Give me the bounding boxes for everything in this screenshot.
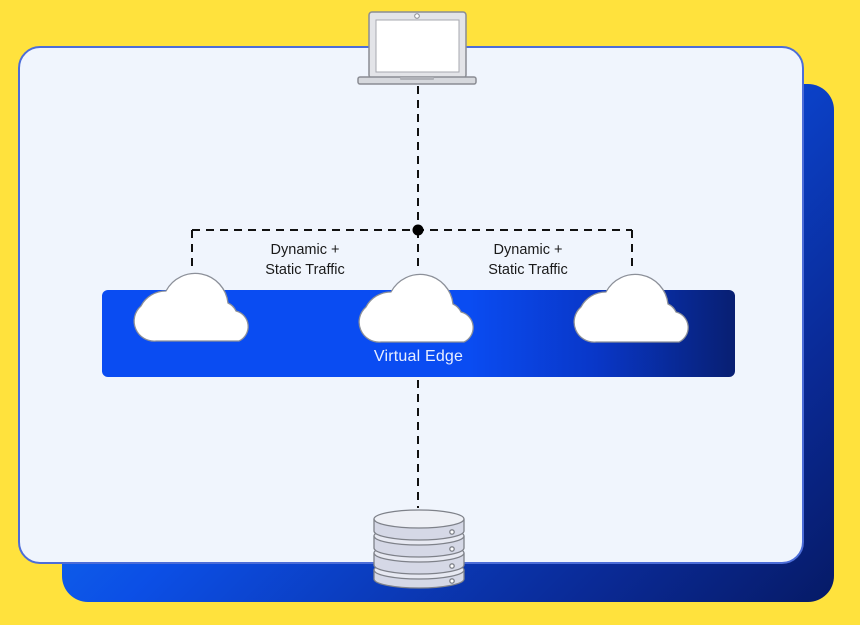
virtual-edge-label: Virtual Edge [373, 348, 464, 365]
traffic-label-right: Dynamic + Static Traffic [488, 242, 568, 278]
cloud-icon [573, 273, 689, 343]
traffic-label-left: Dynamic + Static Traffic [265, 242, 345, 278]
junction-dot [412, 224, 424, 236]
server-database-icon [373, 509, 465, 589]
laptop-icon [357, 11, 477, 85]
cloud-icon [358, 273, 474, 343]
cloud-icon [133, 272, 249, 342]
